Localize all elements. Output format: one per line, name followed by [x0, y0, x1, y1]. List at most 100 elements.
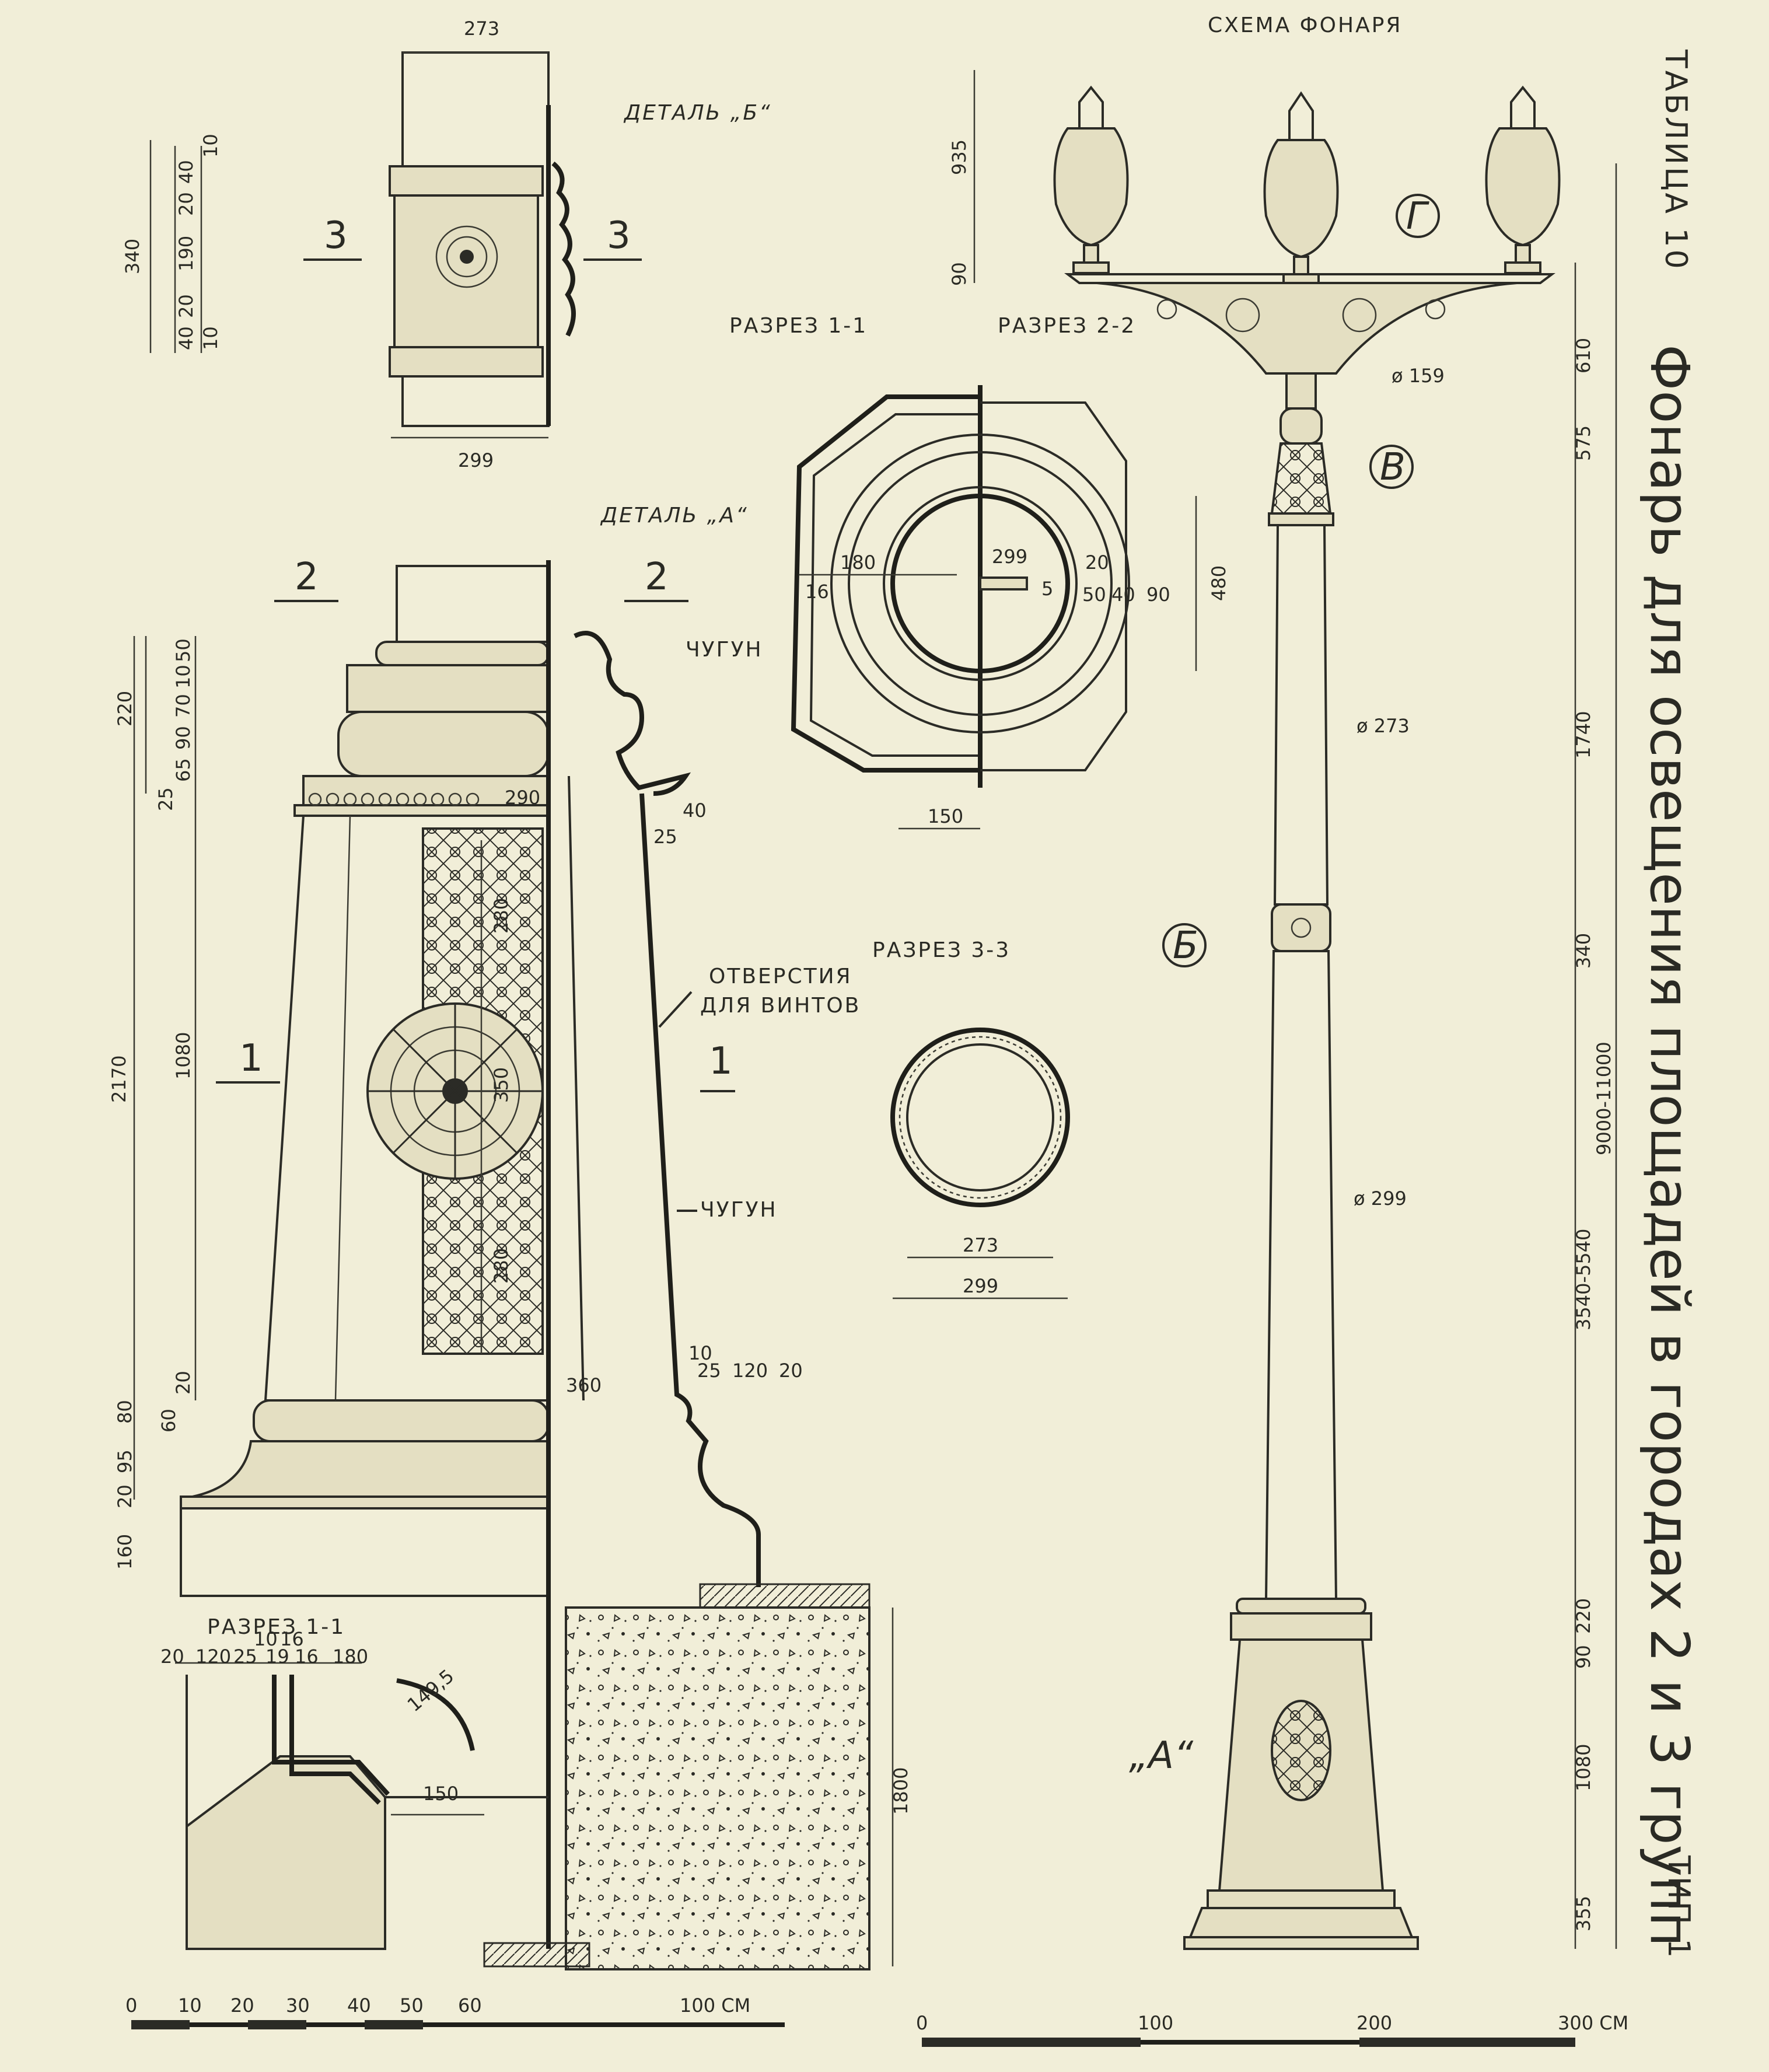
lantern-upper-shaft: 1740: [1572, 711, 1595, 759]
lamp-right: [1485, 85, 1561, 274]
sheet-title: Фонарь для освещения площадей в городах …: [1638, 344, 1701, 1947]
scale-left-tick-10: 10: [178, 1994, 202, 2017]
lamp-center: [1263, 91, 1339, 286]
section-11-bottom: РАЗРЕЗ 1-1 20 120 25 10 19 16 16 180 149…: [160, 1615, 548, 1950]
callout-g: Г: [1406, 195, 1429, 238]
screw-holes-label-1: ОТВЕРСТИЯ: [709, 965, 852, 988]
detail-a-width-8: 20: [779, 1360, 803, 1382]
detail-a-width-4: 360: [566, 1374, 602, 1396]
detail-a-plinth-2: 80: [114, 1400, 136, 1424]
cut-mark-3-left: 3: [324, 214, 348, 257]
detail-a-plinth-3: 60: [158, 1409, 180, 1432]
detail-a-plinth-6: 160: [114, 1534, 136, 1570]
detail-b-bottom-width: 299: [458, 449, 494, 471]
sec22-height: 480: [1208, 565, 1230, 601]
lantern-d273: ø 273: [1357, 715, 1410, 737]
sec11-row-7: 16: [295, 1645, 319, 1668]
detail-a-width-1: 290: [505, 787, 540, 809]
detail-a-width-5: 10: [688, 1342, 712, 1364]
detail-a-label: ДЕТАЛЬ „А“: [600, 504, 749, 527]
detail-a-view: ДЕТАЛЬ „А“ 2 2: [108, 504, 912, 1970]
sec22-ring-2: 50: [1082, 583, 1106, 606]
screw-holes-label-2: ДЛЯ ВИНТОВ: [700, 994, 861, 1018]
scale-left-tick-60: 60: [458, 1994, 482, 2017]
lantern-lamp-height: 935: [948, 139, 970, 175]
sec33-inner: 273: [963, 1234, 998, 1256]
lantern-ring: 340: [1572, 933, 1595, 969]
scale-left-tick-20: 20: [230, 1994, 254, 2017]
scale-right-end: 300 СМ: [1558, 2012, 1628, 2034]
detail-a-width-7: 120: [732, 1360, 768, 1382]
sec11-row-8: 180: [333, 1645, 368, 1668]
detail-b-row-5: 20: [175, 294, 197, 318]
lantern-collar: 575: [1572, 425, 1595, 461]
detail-a-orn-1: 280: [490, 898, 512, 934]
detail-a-total-height: 2170: [108, 1056, 130, 1103]
scheme-label: СХЕМА ФОНАРЯ: [1208, 13, 1402, 37]
lantern-base-top: 220: [1572, 1598, 1595, 1634]
sec11-row-6: 16: [280, 1628, 304, 1650]
lantern-bracket: 90: [948, 262, 970, 286]
sec11-row-4: 10: [254, 1628, 278, 1650]
scale-left-tick-40: 40: [347, 1994, 371, 2017]
detail-a-middle: 1080: [172, 1032, 194, 1079]
detail-b-top-width: 273: [464, 18, 499, 40]
sec22-bottom: 150: [928, 805, 963, 827]
detail-b-row-3: 20: [175, 192, 197, 216]
detail-b-row-1: 10: [200, 134, 222, 158]
detail-a-width-6: 25: [697, 1360, 721, 1382]
detail-a-width-2: 40: [683, 799, 707, 822]
sec11-row-2: 120: [195, 1645, 231, 1668]
scale-left-tick-30: 30: [286, 1994, 310, 2017]
scale-right-tick-200: 200: [1357, 2012, 1392, 2034]
detail-a-plinth-1: 20: [172, 1371, 194, 1395]
cut-mark-2-right: 2: [645, 555, 669, 599]
section-11-bottom-label: РАЗРЕЗ 1-1: [207, 1615, 345, 1639]
scale-right: 0 100 200 300 СМ: [916, 2012, 1628, 2047]
scale-left-tick-0: 0: [125, 1994, 137, 2017]
detail-a-orn-3: 280: [490, 1248, 512, 1284]
detail-b-row-6: 40: [175, 326, 197, 350]
lamp-left: [1053, 85, 1129, 274]
lantern-d159: ø 159: [1392, 365, 1445, 387]
sec11-row-5: 19: [265, 1645, 289, 1668]
sec33-outer: 299: [963, 1275, 998, 1297]
section-22-label: РАЗРЕЗ 2-2: [998, 314, 1136, 338]
detail-b-row-7: 10: [200, 326, 222, 350]
section-33-view: РАЗРЕЗ 3-3 273 299: [872, 938, 1070, 1299]
detail-a-stack-6: 25: [155, 787, 177, 811]
lantern-base-foot: 355: [1572, 1896, 1595, 1931]
detail-b-label: ДЕТАЛЬ „Б“: [623, 101, 772, 125]
sec22-ring-4: 90: [1146, 583, 1170, 606]
sec22-ring-3: 40: [1111, 583, 1135, 606]
foundation-depth: 1800: [890, 1767, 912, 1815]
cut-mark-1-right: 1: [709, 1040, 733, 1083]
scale-left: 0 10 20 30 40 50 60 100 СМ: [125, 1994, 785, 2029]
detail-a-stack-1: 50: [172, 638, 194, 662]
callout-a: „А“: [1129, 1734, 1194, 1777]
scale-left-end: 100 СМ: [680, 1994, 750, 2017]
detail-a-plinth-5: 20: [114, 1484, 136, 1508]
detail-a-stack-3: 70: [172, 694, 194, 718]
cut-mark-1-left: 1: [239, 1037, 263, 1080]
sec22-rim: 16: [805, 581, 829, 603]
sec22-gap: 5: [1041, 578, 1053, 600]
scale-left-tick-50: 50: [400, 1994, 424, 2017]
lantern-lower-shaft: 3540-5540: [1572, 1229, 1595, 1330]
detail-b-view: ДЕТАЛЬ „Б“ 3 3 273 299 340 10 40 20 190 …: [121, 18, 772, 471]
type-label: ТИП 1: [1661, 1855, 1696, 1960]
section-33-label: РАЗРЕЗ 3-3: [872, 938, 1011, 962]
lantern-overall: 9000-11000: [1593, 1042, 1615, 1155]
detail-a-plinth-4: 95: [114, 1449, 136, 1473]
cast-iron-label-bottom: ЧУГУН: [700, 1198, 778, 1222]
bead-row: [308, 792, 480, 806]
scale-right-tick-100: 100: [1138, 2012, 1173, 2034]
detail-a-stack-2: 10: [172, 665, 194, 689]
detail-a-stack-5: 65: [172, 758, 194, 782]
lantern-base-mid: 1080: [1572, 1744, 1595, 1791]
callout-b: Б: [1173, 924, 1198, 967]
lantern-base-ring: 90: [1572, 1645, 1595, 1669]
sec11-row-3: 25: [233, 1645, 257, 1668]
lantern-bracket-h: 610: [1572, 338, 1595, 373]
detail-b-row-4: 190: [175, 236, 197, 271]
